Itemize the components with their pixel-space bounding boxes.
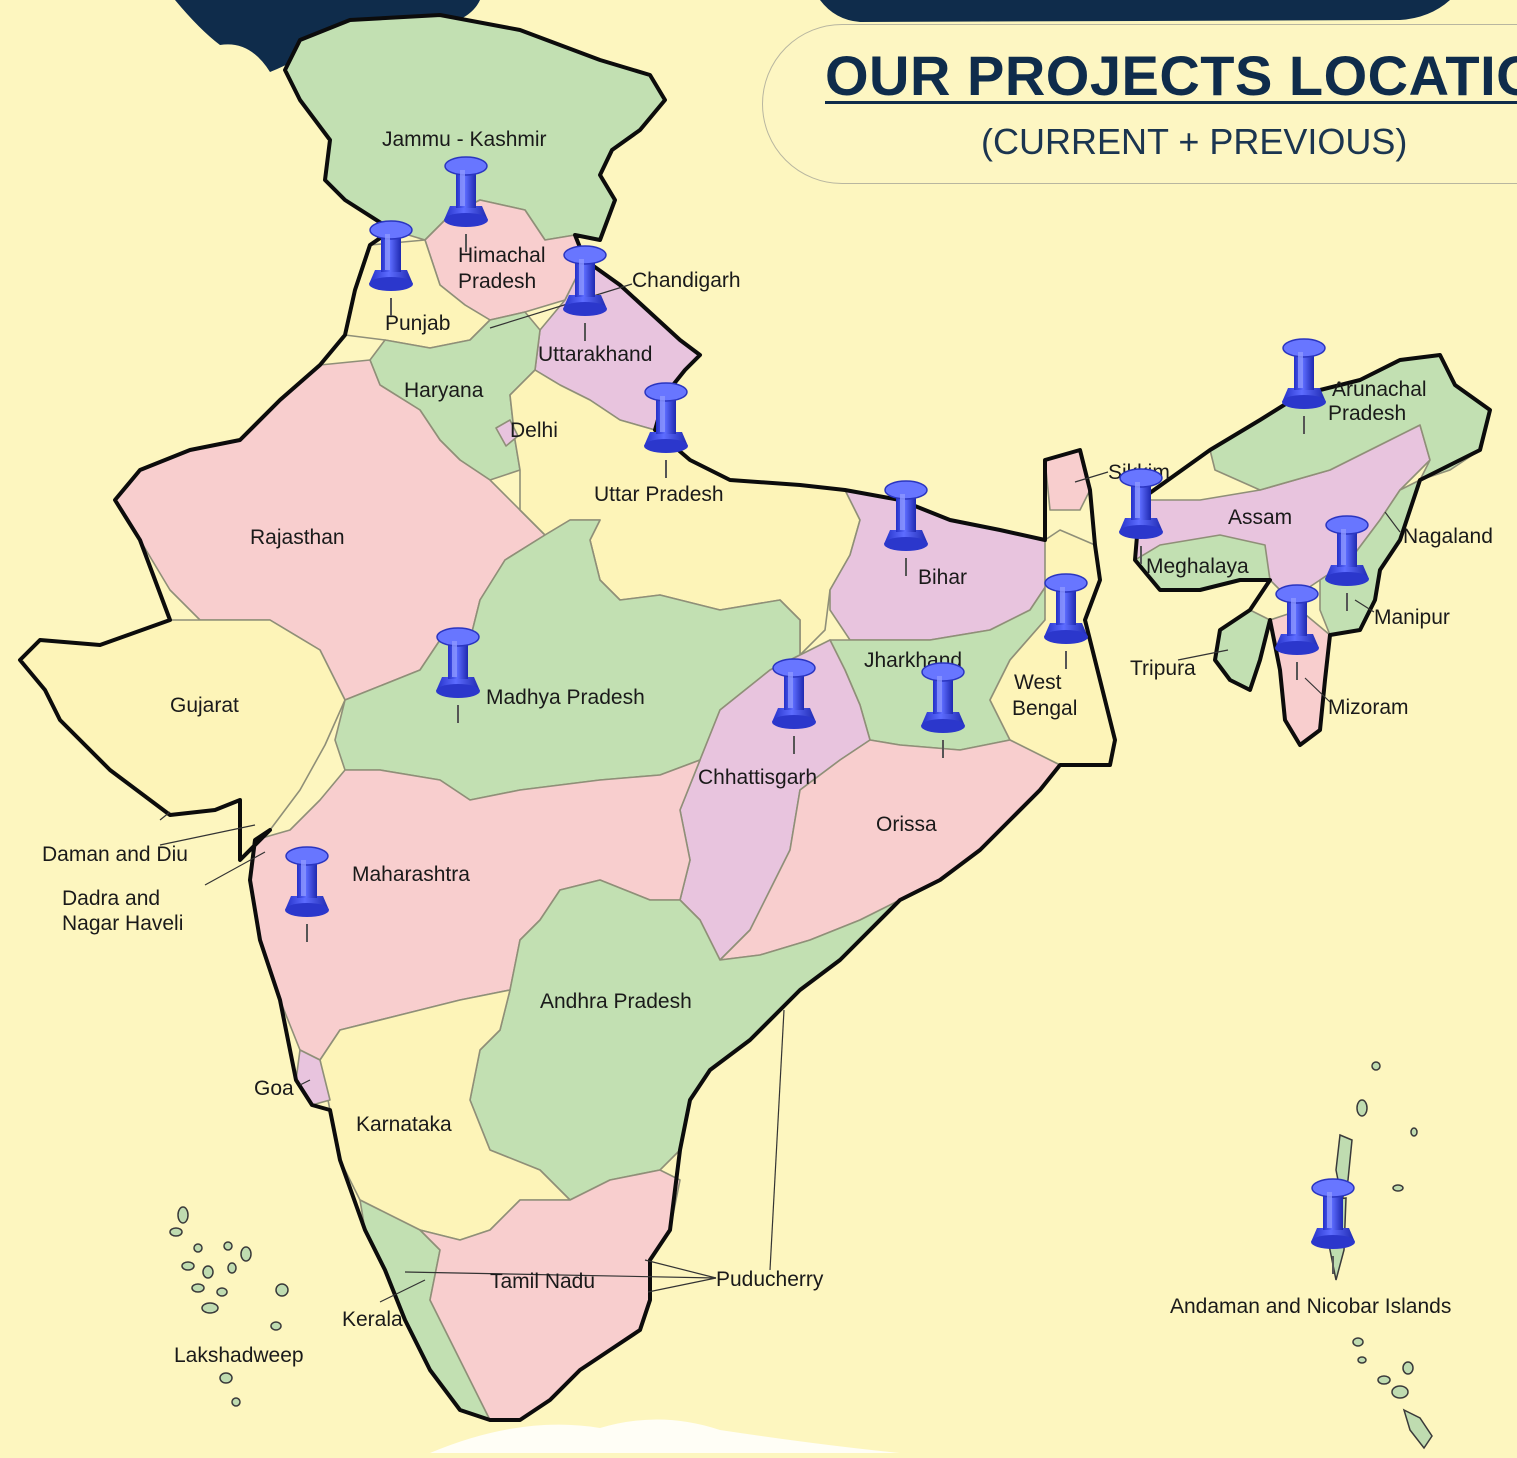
decorative-bottom-tear	[430, 1419, 900, 1453]
andaman-nicobar-islands	[1327, 1061, 1433, 1450]
label-karnataka: Karnataka	[356, 1113, 452, 1136]
label-west-bengal-line2: Bengal	[1012, 697, 1077, 720]
label-jammu-kashmir: Jammu - Kashmir	[382, 128, 547, 151]
label-andaman-nicobar: Andaman and Nicobar Islands	[1170, 1295, 1451, 1318]
page-title: OUR PROJECTS LOCATIO	[825, 44, 1517, 107]
label-maharashtra: Maharashtra	[352, 863, 470, 886]
pushpin-icon[interactable]	[1310, 1178, 1356, 1275]
label-punjab: Punjab	[385, 312, 450, 335]
label-assam: Assam	[1228, 506, 1292, 529]
label-kerala: Kerala	[342, 1308, 403, 1331]
label-rajasthan: Rajasthan	[250, 526, 345, 549]
label-arunachal-line1: Arunachal	[1332, 378, 1427, 401]
label-tripura: Tripura	[1130, 657, 1196, 680]
label-nagaland: Nagaland	[1403, 525, 1493, 548]
label-daman-diu: Daman and Diu	[42, 843, 188, 866]
region-delhi	[495, 419, 519, 447]
label-orissa: Orissa	[876, 813, 937, 836]
label-himachal-line2: Pradesh	[458, 270, 536, 293]
header-card: OUR PROJECTS LOCATIO (CURRENT + PREVIOUS…	[762, 24, 1517, 184]
label-meghalaya: Meghalaya	[1146, 555, 1249, 578]
india-outline	[18, 13, 1117, 1422]
state-labels: Jammu - Kashmir Himachal Pradesh Chandig…	[42, 128, 1493, 1367]
decorative-top-band-right	[820, 0, 1450, 22]
label-delhi: Delhi	[510, 419, 558, 442]
label-uttarakhand: Uttarakhand	[538, 343, 652, 366]
label-chandigarh: Chandigarh	[632, 269, 741, 292]
label-west-bengal-line1: West	[1014, 671, 1062, 694]
label-manipur: Manipur	[1374, 606, 1450, 629]
label-leader-lines	[159, 283, 1401, 1303]
page-subtitle: (CURRENT + PREVIOUS)	[981, 121, 1408, 162]
label-uttar-pradesh: Uttar Pradesh	[594, 483, 724, 506]
label-andhra-pradesh: Andhra Pradesh	[540, 990, 692, 1013]
lakshadweep-islands	[169, 1206, 289, 1407]
label-tamil-nadu: Tamil Nadu	[490, 1270, 595, 1293]
label-dadra-line1: Dadra and	[62, 887, 160, 910]
label-puducherry: Puducherry	[716, 1268, 824, 1291]
label-madhya-pradesh: Madhya Pradesh	[486, 686, 645, 709]
label-lakshadweep: Lakshadweep	[174, 1344, 304, 1367]
label-dadra-line2: Nagar Haveli	[62, 912, 183, 935]
label-arunachal-line2: Pradesh	[1328, 402, 1406, 425]
label-bihar: Bihar	[918, 566, 967, 589]
label-himachal-line1: Himachal	[458, 244, 546, 267]
label-goa: Goa	[254, 1077, 294, 1100]
label-chhattisgarh: Chhattisgarh	[698, 766, 817, 789]
label-mizoram: Mizoram	[1328, 696, 1409, 719]
label-haryana: Haryana	[404, 379, 484, 402]
label-gujarat: Gujarat	[170, 694, 239, 717]
northeast-outline	[1133, 353, 1492, 747]
